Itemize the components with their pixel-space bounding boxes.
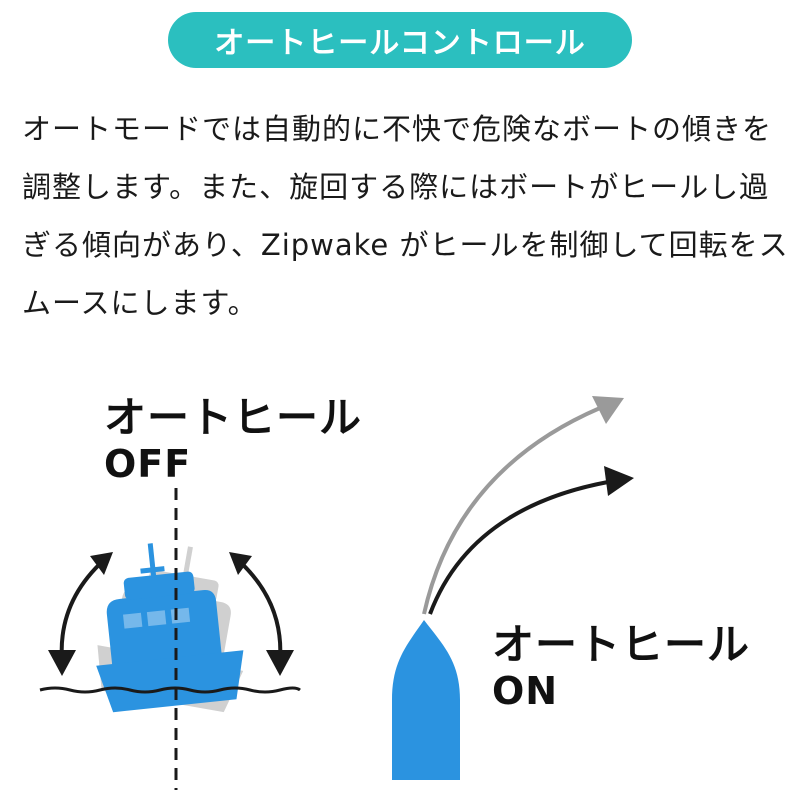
section-title-badge: オートヒールコントロール bbox=[168, 12, 632, 68]
boat-top-view-icon bbox=[392, 620, 460, 780]
auto-heel-on-label: オートヒール ON bbox=[492, 622, 750, 714]
turn-arrow-gray-icon bbox=[422, 396, 624, 615]
auto-heel-off-state: OFF bbox=[104, 442, 192, 486]
auto-heel-on-state: ON bbox=[492, 669, 559, 713]
roll-arrow-right-icon bbox=[229, 552, 294, 676]
auto-heel-off-label: オートヒール OFF bbox=[104, 395, 362, 487]
auto-heel-on-title: オートヒール bbox=[492, 620, 751, 669]
roll-arrow-left-icon bbox=[48, 552, 113, 676]
section-title: オートヒールコントロール bbox=[214, 26, 586, 61]
auto-heel-off-title: オートヒール bbox=[104, 393, 363, 442]
turn-arrow-dark-icon bbox=[428, 466, 634, 615]
description-paragraph: オートモードでは自動的に不快で危険なボートの傾きを調整します。また、旋回する際に… bbox=[22, 112, 789, 320]
